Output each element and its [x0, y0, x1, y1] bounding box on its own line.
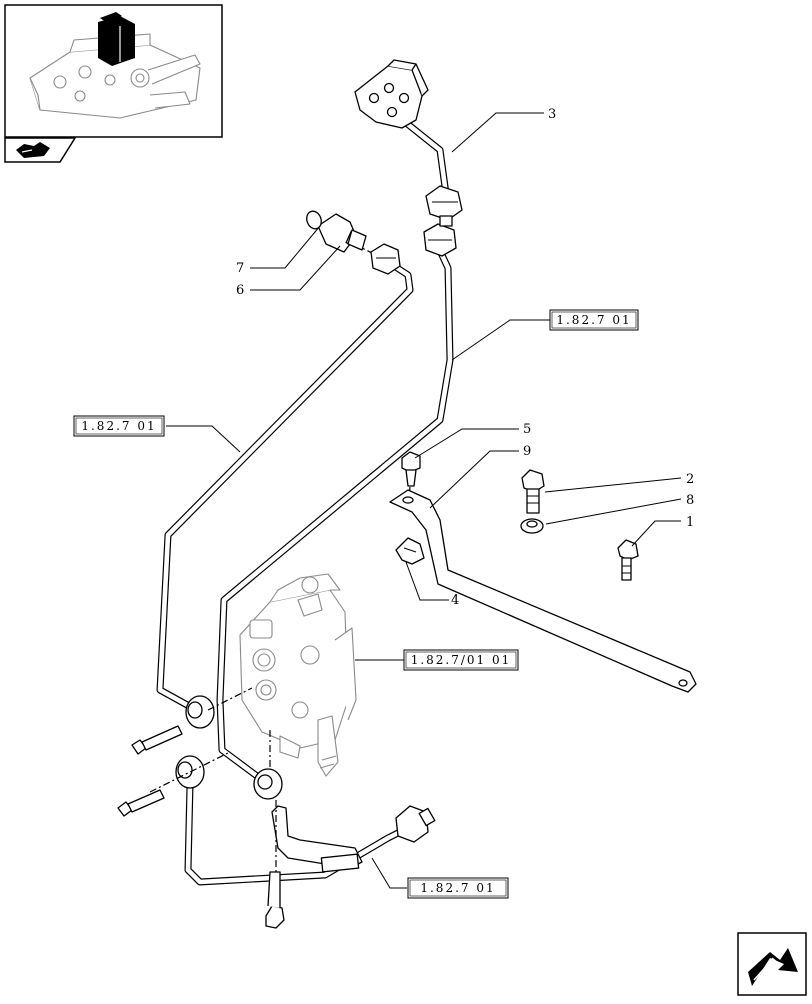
reference-box-valve[interactable]: 1.82.7/01 01: [403, 649, 519, 671]
banjo-bolt-lower: [117, 789, 165, 817]
banjo-fitting-middle: [175, 755, 205, 789]
support-bar: [389, 489, 697, 693]
pipe-union-nut-left: [370, 243, 401, 275]
pipe-end-fitting: [395, 805, 436, 843]
o-ring: [306, 210, 322, 230]
callout-2: 2: [686, 472, 694, 487]
callout-7: 7: [236, 261, 244, 276]
banjo-bolt-upper: [131, 725, 183, 755]
callout-labels: 3 7 6 5 9 2 8 1 4: [236, 107, 694, 608]
hydraulic-pipe-left: [156, 256, 414, 716]
banjo-fitting-lower: [253, 768, 283, 800]
callout-5: 5: [523, 422, 531, 437]
reference-box-top[interactable]: 1.82.7 01: [549, 309, 639, 331]
pipe-union-nut-right: [423, 223, 457, 257]
reference-label-bottom: 1.82.7 01: [420, 881, 495, 895]
callout-9: 9: [523, 444, 531, 459]
leader-lines: [166, 112, 682, 889]
reference-label-valve: 1.82.7/01 01: [411, 653, 512, 667]
pipe-clamp: [395, 537, 425, 565]
section-tab-icon[interactable]: [4, 137, 77, 163]
next-page-arrow-icon[interactable]: [737, 932, 807, 996]
callout-8: 8: [686, 493, 694, 508]
washer-8: [520, 518, 544, 534]
bolt-5: [401, 451, 421, 487]
pipe-support-bracket: [271, 805, 363, 873]
reference-label-left: 1.82.7 01: [81, 419, 156, 433]
hydraulic-pipe-bottom: [184, 781, 412, 886]
callout-6: 6: [236, 283, 244, 298]
pipe-flange: [354, 59, 429, 129]
assembly-thumbnail-icon[interactable]: [4, 4, 223, 138]
control-valve-body: [239, 573, 357, 777]
reference-label-top: 1.82.7 01: [556, 313, 631, 327]
reference-box-bottom[interactable]: 1.82.7 01: [407, 877, 509, 899]
callout-1: 1: [686, 515, 694, 530]
bolt-1: [617, 539, 639, 581]
bracket-bolt: [265, 871, 285, 929]
callout-4: 4: [451, 593, 459, 608]
hydraulic-pipe-right: [216, 236, 454, 786]
pressure-adapter: [317, 213, 367, 253]
banjo-fitting-upper: [185, 695, 215, 729]
pipe-top-nut: [425, 185, 463, 227]
callout-3: 3: [548, 107, 556, 122]
reference-box-left[interactable]: 1.82.7 01: [73, 415, 165, 437]
bolt-2: [521, 469, 545, 514]
